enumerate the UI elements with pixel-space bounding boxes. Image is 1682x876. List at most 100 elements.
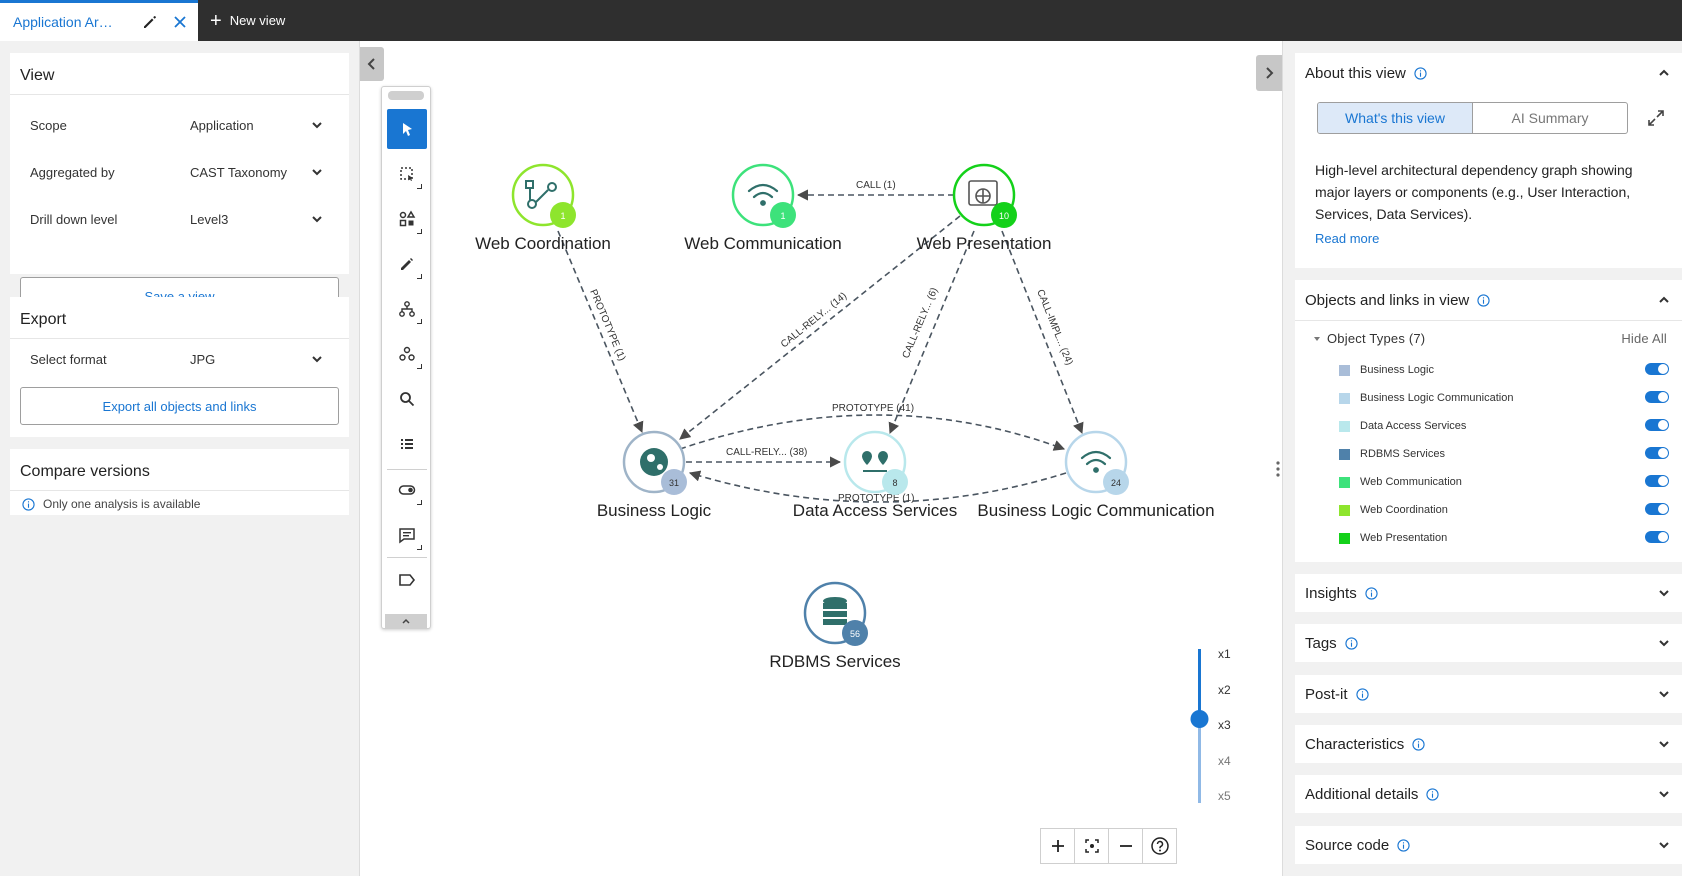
node-data-access-services[interactable]: 8 Data Access Services: [793, 430, 957, 520]
zoom-out-button[interactable]: [1108, 828, 1143, 864]
tags-section[interactable]: Tags: [1295, 624, 1682, 662]
additional-details-section[interactable]: Additional details: [1295, 775, 1682, 813]
toggle-icon: [398, 485, 416, 495]
edge-prototype-1b[interactable]: [688, 470, 1067, 503]
node-web-presentation[interactable]: 10 Web Presentation: [917, 163, 1052, 253]
toolbox-drag-handle[interactable]: [388, 91, 424, 100]
export-all-button[interactable]: Export all objects and links: [20, 387, 339, 425]
list-icon: [401, 439, 413, 449]
submenu-corner-icon: [417, 229, 422, 234]
visibility-toggle[interactable]: [1645, 391, 1669, 403]
group-tool[interactable]: [387, 334, 427, 374]
submenu-corner-icon: [417, 364, 422, 369]
pencil-icon: [401, 258, 413, 270]
edge-call-impl-24[interactable]: [1001, 230, 1084, 435]
toolbox-collapse-button[interactable]: [385, 614, 427, 628]
node-rdbms-services[interactable]: 56 RDBMS Services: [769, 581, 901, 671]
drill-down-select[interactable]: Drill down level Level3: [20, 207, 339, 231]
zoom-level-slider[interactable]: x1 x2 x3 x4 x5: [1190, 647, 1250, 807]
node-web-coordination[interactable]: 1 Web Coordination: [475, 163, 611, 253]
hide-all-button[interactable]: Hide All: [1621, 331, 1667, 346]
source-code-section[interactable]: Source code: [1295, 826, 1682, 864]
right-splitter-handle[interactable]: [1276, 460, 1280, 478]
drill-label: Drill down level: [30, 211, 118, 227]
object-type-name: Business Logic Communication: [1360, 392, 1514, 404]
toolbox-divider: [387, 557, 427, 558]
hierarchy-tool[interactable]: [387, 289, 427, 329]
view-card: View Scope Application Aggregated by CAS…: [10, 53, 349, 315]
visibility-toggle[interactable]: [1645, 503, 1669, 515]
insights-section[interactable]: Insights: [1295, 574, 1682, 612]
select-tool[interactable]: [387, 109, 427, 149]
collapse-right-panel-button[interactable]: [1256, 55, 1282, 91]
objects-card: Objects and links in view Object Types (…: [1295, 280, 1682, 562]
aggregated-value: CAST Taxonomy: [190, 164, 288, 180]
close-icon[interactable]: [172, 14, 188, 30]
info-icon[interactable]: [1414, 66, 1427, 80]
area-select-tool[interactable]: [387, 154, 427, 194]
visibility-toggle[interactable]: [1645, 363, 1669, 375]
about-title: About this view: [1305, 64, 1406, 82]
collapse-left-panel-button[interactable]: [360, 47, 384, 81]
help-button[interactable]: [1142, 828, 1177, 864]
draw-tool[interactable]: [387, 244, 427, 284]
visibility-toggle[interactable]: [1645, 419, 1669, 431]
search-tool[interactable]: [387, 379, 427, 419]
tab-whats-this-view[interactable]: What's this view: [1318, 103, 1473, 133]
zoom-level-x1[interactable]: x1: [1218, 647, 1231, 661]
dependency-graph[interactable]: CALL (1) PROTOTYPE (1) CALL-RELY... (14)…: [360, 41, 1282, 876]
about-header[interactable]: About this view: [1295, 53, 1682, 93]
node-business-logic[interactable]: 31 Business Logic: [597, 430, 712, 520]
expand-icon[interactable]: [1647, 109, 1665, 127]
info-icon[interactable]: [1345, 636, 1358, 650]
info-icon[interactable]: [1365, 586, 1378, 600]
edge-prototype-41[interactable]: [679, 414, 1066, 451]
visibility-toggle[interactable]: [1645, 531, 1669, 543]
visibility-toggle[interactable]: [1645, 475, 1669, 487]
info-icon[interactable]: [1477, 293, 1490, 307]
zoom-level-x5[interactable]: x5: [1218, 789, 1231, 803]
node-count: 31: [669, 478, 679, 488]
toggle-tool[interactable]: [387, 470, 427, 510]
info-icon[interactable]: [1426, 787, 1440, 801]
info-icon[interactable]: [1412, 737, 1425, 751]
tag-tool[interactable]: [387, 560, 427, 600]
edge-prototype-1[interactable]: [557, 230, 644, 434]
read-more-link[interactable]: Read more: [1315, 231, 1380, 246]
new-view-button[interactable]: + New view: [210, 0, 285, 41]
node-business-logic-communication[interactable]: 24 Business Logic Communication: [977, 430, 1215, 520]
visibility-toggle[interactable]: [1645, 447, 1669, 459]
tab-ai-summary[interactable]: AI Summary: [1511, 110, 1589, 126]
aggregated-by-select[interactable]: Aggregated by CAST Taxonomy: [20, 160, 339, 184]
web-globe-icon: [968, 180, 998, 206]
edge-call-rely-6[interactable]: [888, 230, 975, 435]
info-icon[interactable]: [1397, 838, 1410, 852]
list-tool[interactable]: [387, 424, 427, 464]
shapes-tool[interactable]: [387, 199, 427, 239]
zoom-slider-thumb[interactable]: [1190, 710, 1209, 728]
node-label: Web Coordination: [475, 234, 611, 253]
compare-card-title: Compare versions: [10, 449, 349, 491]
post-it-section[interactable]: Post-it: [1295, 675, 1682, 713]
zoom-level-x2[interactable]: x2: [1218, 683, 1231, 697]
pencil-icon[interactable]: [142, 14, 158, 30]
graph-canvas[interactable]: CALL (1) PROTOTYPE (1) CALL-RELY... (14)…: [360, 41, 1282, 876]
object-types-group[interactable]: Object Types (7) Hide All: [1313, 331, 1667, 346]
scope-select[interactable]: Scope Application: [20, 113, 339, 137]
zoom-level-x4[interactable]: x4: [1218, 754, 1231, 768]
plus-icon: +: [210, 9, 222, 32]
tab-application-architecture[interactable]: Application Ar…: [0, 0, 198, 41]
format-select[interactable]: Select format JPG: [20, 347, 339, 371]
node-web-communication[interactable]: 1 Web Communication: [684, 163, 842, 253]
color-swatch: [1339, 448, 1350, 460]
post-it-tool[interactable]: [387, 515, 427, 555]
info-icon[interactable]: [1355, 687, 1369, 701]
zoom-track: [1190, 649, 1209, 803]
zoom-in-button[interactable]: [1040, 828, 1075, 864]
chevron-up-icon[interactable]: [1657, 293, 1671, 307]
chevron-up-icon[interactable]: [1657, 66, 1671, 80]
zoom-level-x3[interactable]: x3: [1218, 718, 1231, 732]
characteristics-section[interactable]: Characteristics: [1295, 725, 1682, 763]
fit-to-screen-button[interactable]: [1074, 828, 1109, 864]
objects-header[interactable]: Objects and links in view: [1295, 280, 1682, 320]
